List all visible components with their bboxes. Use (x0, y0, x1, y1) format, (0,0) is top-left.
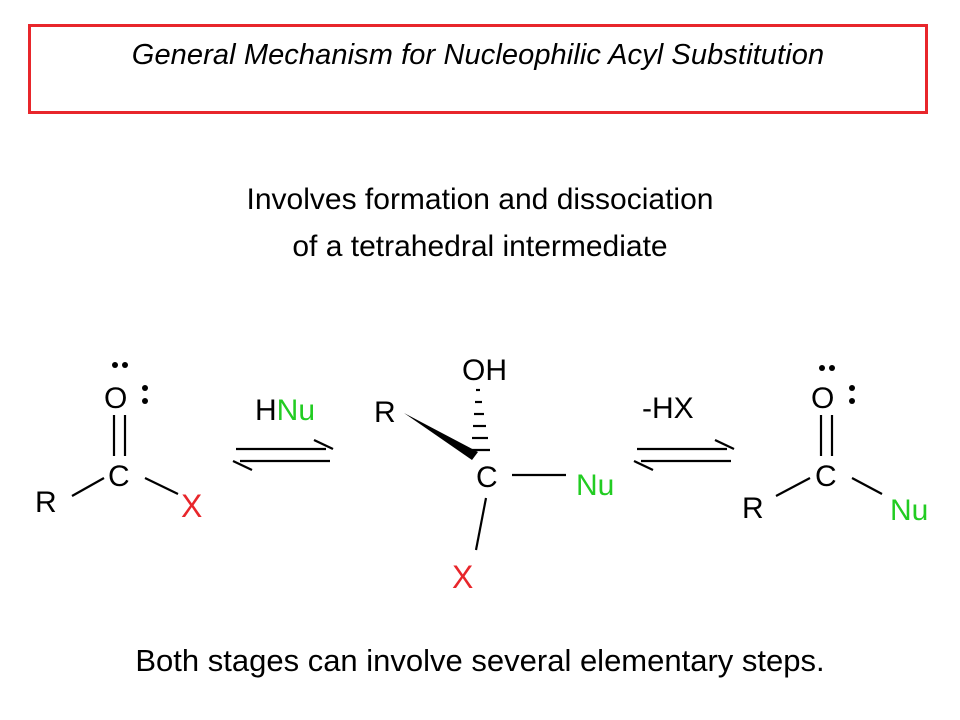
single-bond-line (71, 477, 105, 497)
reagent-h: H (255, 394, 277, 427)
intermediate-carbon: C (476, 461, 498, 494)
reactant-r-group: R (35, 486, 57, 519)
subtitle-line-2: of a tetrahedral intermediate (292, 230, 668, 263)
single-bond-line (474, 497, 488, 551)
lone-pair-dot (819, 365, 825, 371)
forward-arrow-head (714, 439, 735, 450)
reagent-nu: Nu (277, 394, 315, 427)
reverse-arrow-head (633, 460, 654, 471)
product-nucleophile: Nu (890, 494, 928, 527)
lone-pair-dot (849, 398, 855, 404)
step1-equilibrium: HNu (232, 394, 334, 471)
intermediate-nucleophile: Nu (576, 469, 614, 502)
page-title: General Mechanism for Nucleophilic Acyl … (131, 39, 825, 71)
wedge-bond (404, 413, 478, 460)
intermediate-leaving-group: X (452, 559, 473, 595)
tetrahedral-intermediate: OH R C Nu X (374, 354, 614, 595)
hashed-bond (471, 388, 490, 452)
intermediate-hydroxyl: OH (462, 354, 507, 387)
lone-pair-dot (142, 398, 148, 404)
reactant-oxygen: O (104, 382, 127, 415)
single-bond-line (144, 477, 179, 495)
subtitle-line-1: Involves formation and dissociation (246, 183, 714, 216)
lone-pair-dot (142, 385, 148, 391)
lone-pair-dot (849, 385, 855, 391)
step2-equilibrium: -HX (633, 392, 735, 471)
lone-pair-dot (122, 362, 128, 368)
single-bond-line (851, 477, 883, 495)
lone-pair-dot (112, 362, 118, 368)
product-r-group: R (742, 492, 764, 525)
reactant-leaving-group: X (181, 488, 202, 524)
product-structure: O C R Nu (742, 365, 928, 527)
lone-pair-dot (829, 365, 835, 371)
footer-note: Both stages can involve several elementa… (135, 643, 825, 678)
step1-reagent: HNu (255, 394, 315, 427)
reactant-structure: O C R X (35, 362, 202, 524)
intermediate-r-group: R (374, 396, 396, 429)
reverse-arrow-head (232, 460, 253, 471)
product-carbon: C (815, 460, 837, 493)
step2-label: -HX (642, 392, 694, 425)
product-oxygen: O (811, 382, 834, 415)
single-bond-line (775, 477, 811, 497)
title-box: General Mechanism for Nucleophilic Acyl … (28, 24, 928, 114)
forward-arrow-head (313, 439, 334, 450)
reactant-carbon: C (108, 460, 130, 493)
